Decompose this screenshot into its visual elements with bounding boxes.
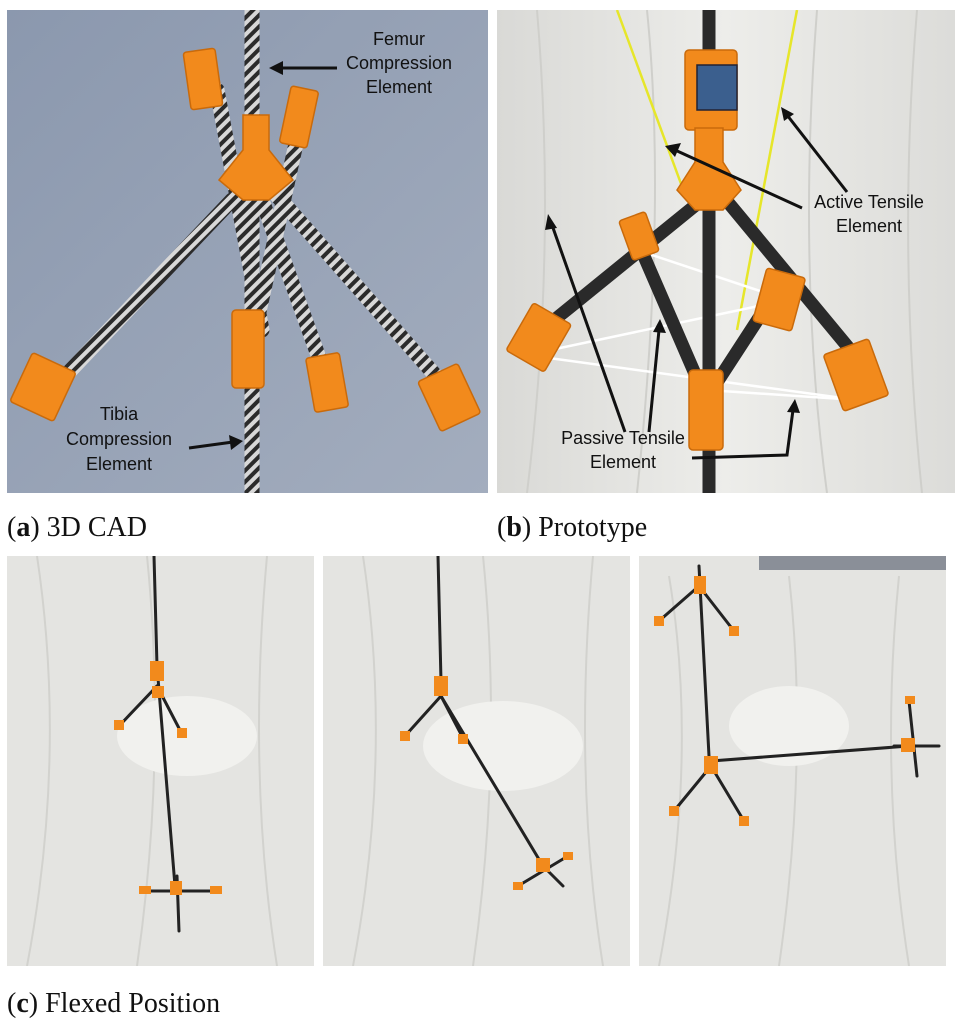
tibia-label-1: Tibia (100, 404, 139, 424)
cad-annotations: Femur Compression Element Tibia Compress… (66, 29, 452, 474)
flexed-photo-2-image (323, 556, 630, 966)
passive-label-1: Passive Tensile (561, 428, 685, 448)
caption-a: (a) 3D CAD (7, 512, 147, 543)
cad-render: Femur Compression Element Tibia Compress… (7, 10, 488, 493)
flexed-photo-3 (639, 556, 946, 966)
prototype-connectors (506, 49, 889, 451)
femur-label-3: Element (366, 77, 432, 97)
flexed-photo-1-image (7, 556, 314, 966)
tibia-label-3: Element (86, 454, 152, 474)
prototype-panel: Active Tensile Element Passive Tensile E… (497, 10, 955, 493)
active-label-2: Element (836, 216, 902, 236)
prototype-photo: Active Tensile Element Passive Tensile E… (497, 10, 955, 493)
cad-connectors (10, 47, 481, 432)
cad-rods (44, 10, 465, 493)
prototype-annotations: Active Tensile Element Passive Tensile E… (545, 107, 924, 472)
femur-label-1: Femur (373, 29, 425, 49)
cad-panel: Femur Compression Element Tibia Compress… (7, 10, 488, 493)
femur-label-2: Compression (346, 53, 452, 73)
active-tensile-lines (615, 10, 799, 331)
flexed-photo-2 (323, 556, 630, 966)
caption-b: (b) Prototype (497, 512, 648, 543)
tibia-label-2: Compression (66, 429, 172, 449)
caption-c: (c) Flexed Position (7, 988, 221, 1019)
passive-label-2: Element (590, 452, 656, 472)
flexed-photo-1 (7, 556, 314, 966)
active-label-1: Active Tensile (814, 192, 924, 212)
flexed-photo-3-image (639, 556, 946, 966)
